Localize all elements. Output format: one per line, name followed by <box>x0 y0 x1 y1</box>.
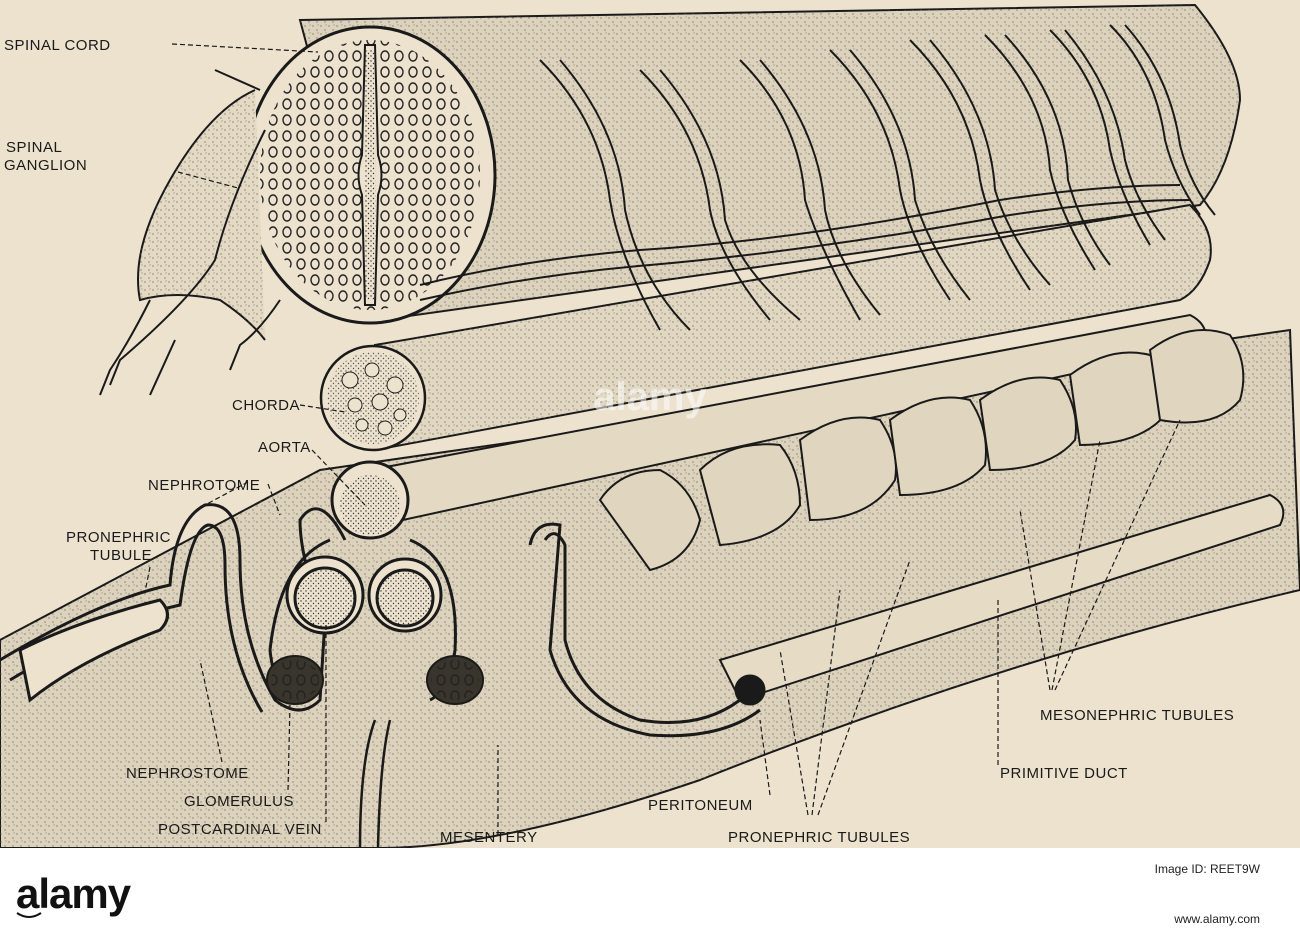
spinal-ganglion <box>99 69 281 396</box>
mesentery-flap <box>358 719 392 848</box>
primitive-duct <box>718 493 1285 702</box>
image-id: Image ID: REET9W <box>1154 862 1260 876</box>
label-mesentery: MESENTERY <box>440 829 538 846</box>
label-aorta: AORTA <box>258 439 311 456</box>
diagram-artwork: alamy <box>0 3 1300 848</box>
aorta-tube <box>330 313 1207 540</box>
logo-smile-icon <box>16 912 42 918</box>
label-pronephric-tubule-2: TUBULE <box>90 547 153 564</box>
label-chorda: CHORDA <box>232 397 301 414</box>
nerve-fibers <box>419 24 1216 331</box>
stock-footer: alamy Image ID: REET9W www.alamy.com <box>0 848 1300 939</box>
glomeruli <box>266 655 484 705</box>
label-primitive-duct: PRIMITIVE DUCT <box>1000 765 1128 782</box>
label-postcardinal-vein: POSTCARDINAL VEIN <box>158 821 322 838</box>
label-peritoneum: PERITONEUM <box>648 797 753 814</box>
leader-lines <box>144 43 1181 835</box>
watermark: alamy <box>593 375 707 419</box>
embryo-kidney-diagram: alamy SPINAL CORD SPINAL GANGLION CHORDA… <box>0 0 1300 848</box>
label-spinal-ganglion-1: SPINAL <box>6 139 63 156</box>
spinal-cord-cylinder <box>298 3 1242 322</box>
chorda-cylinder <box>319 203 1212 452</box>
label-glomerulus: GLOMERULUS <box>184 793 295 810</box>
nephrotome <box>0 503 766 738</box>
label-nephrotome: NEPHROTOME <box>148 477 261 494</box>
pronephric-lobes <box>598 329 1245 572</box>
brand-logo: alamy <box>16 870 131 917</box>
label-mesonephric-tubules: MESONEPHRIC TUBULES <box>1040 707 1235 724</box>
spinal-cord-section <box>243 25 497 325</box>
label-spinal-ganglion-2: GANGLION <box>4 157 88 174</box>
stock-url: www.alamy.com <box>1174 912 1260 926</box>
postcardinal-veins <box>268 538 457 702</box>
label-pronephric-tubule-1: PRONEPHRIC <box>66 529 172 546</box>
label-nephrostome: NEPHROSTOME <box>126 765 249 782</box>
label-spinal-cord: SPINAL CORD <box>4 37 111 54</box>
label-pronephric-tubules: PRONEPHRIC TUBULES <box>728 829 911 846</box>
